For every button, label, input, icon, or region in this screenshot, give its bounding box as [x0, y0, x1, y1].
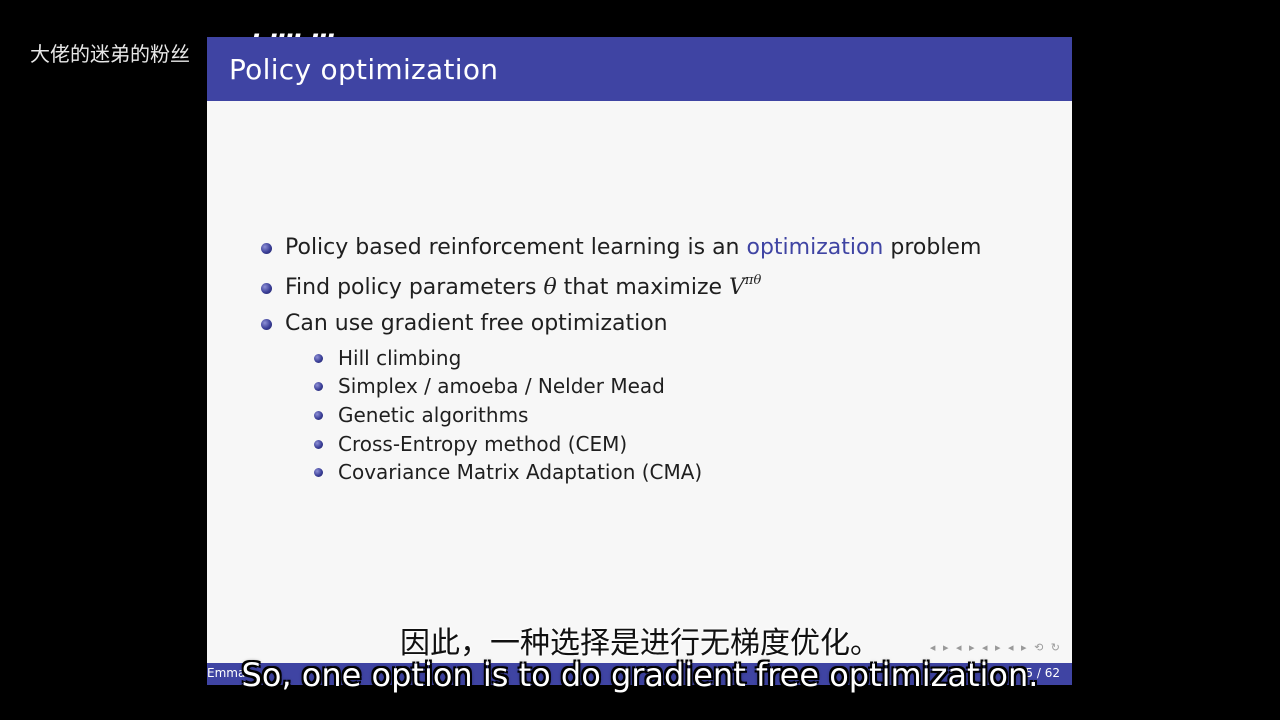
subbullet-item: Hill climbing: [338, 346, 462, 370]
bullet-text: Find policy parameters: [285, 275, 544, 300]
bullet-text: that maximize: [556, 275, 730, 300]
slide-title: Policy optimization: [229, 53, 499, 86]
bullet-item-3: Can use gradient free optimization: [285, 311, 668, 336]
subbullet-icon: [314, 411, 323, 420]
beamer-nav-controls[interactable]: ◂ ▸ ◂ ▸ ◂ ▸ ◂ ▸ ⟲ ↻: [929, 641, 1062, 654]
subbullet-icon: [314, 354, 323, 363]
bullet-item-2: Find policy parameters θ that maximize V…: [285, 273, 762, 300]
footer-page-number: 5 / 62: [1025, 666, 1060, 680]
subtitle-english: So, one option is to do gradient free op…: [241, 656, 1039, 694]
bullet-text: problem: [883, 235, 982, 260]
title-bar: Policy optimization: [207, 37, 1072, 101]
subbullet-icon: [314, 468, 323, 477]
subbullet-item: Genetic algorithms: [338, 403, 529, 427]
theta-symbol: θ: [543, 275, 557, 300]
slide: Policy optimization Policy based reinfor…: [207, 37, 1072, 685]
channel-watermark: 大佬的迷弟的粉丝: [30, 42, 190, 66]
subbullet-icon: [314, 382, 323, 391]
footer-bar: Emma 5 / 62: [207, 663, 1072, 685]
subbullet-item: Cross-Entropy method (CEM): [338, 432, 628, 456]
subtitle-chinese: 因此，一种选择是进行无梯度优化。: [400, 626, 880, 661]
bullet-item-1: Policy based reinforcement learning is a…: [285, 235, 981, 260]
bullet-icon: [261, 283, 272, 294]
bullet-icon: [261, 243, 272, 254]
bullet-list: Policy based reinforcement learning is a…: [207, 37, 1072, 685]
subbullet-item: Simplex / amoeba / Nelder Mead: [338, 374, 665, 398]
subbullet-icon: [314, 440, 323, 449]
bullet-text: Policy based reinforcement learning is a…: [285, 235, 747, 260]
optimization-highlight: optimization: [746, 235, 884, 260]
subbullet-item: Covariance Matrix Adaptation (CMA): [338, 460, 703, 484]
value-superscript: πθ: [744, 273, 762, 288]
bullet-icon: [261, 319, 272, 330]
value-symbol: V: [729, 275, 745, 300]
footer-author: Emma: [207, 666, 246, 680]
